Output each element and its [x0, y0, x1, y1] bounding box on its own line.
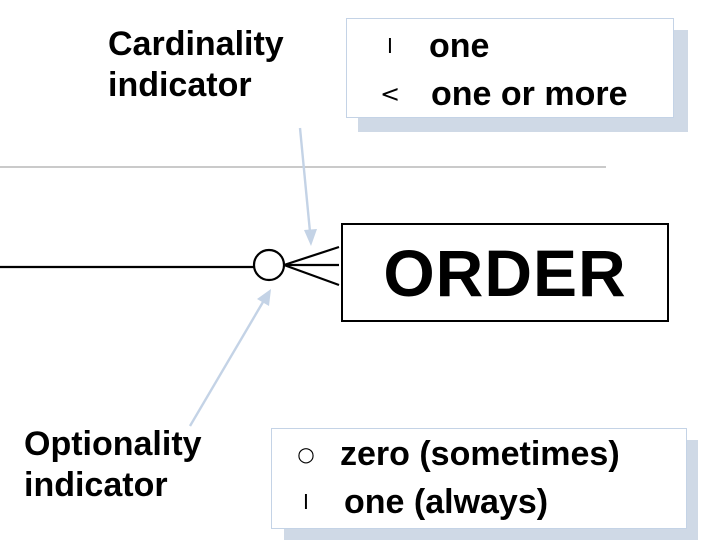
legend-label: one: [429, 27, 490, 65]
optionality-legend-row-zero: ○ zero (sometimes): [294, 435, 620, 473]
crows-foot-icon: [283, 245, 340, 287]
optionality-pointer-arrow: [188, 289, 271, 427]
cardinality-legend: I one < one or more: [346, 18, 674, 118]
legend-label: zero (sometimes): [340, 435, 620, 473]
entity-box: ORDER: [341, 223, 669, 322]
cardinality-indicator-heading: Cardinality indicator: [108, 25, 284, 104]
optionality-circle-icon: [252, 248, 286, 282]
bar-icon: I: [387, 34, 393, 58]
cardinality-legend-row-one-or-more: < one or more: [375, 75, 628, 113]
optionality-legend: ○ zero (sometimes) I one (always): [271, 428, 687, 529]
bar-icon: I: [303, 490, 309, 514]
optionality-legend-row-one: I one (always): [294, 483, 548, 521]
legend-label: one or more: [431, 75, 628, 113]
cardinality-legend-row-one: I one: [375, 27, 489, 65]
cardinality-pointer-arrow: [298, 127, 317, 246]
entity-name: ORDER: [383, 235, 627, 310]
circle-icon: ○: [297, 442, 315, 466]
legend-label: one (always): [344, 483, 549, 521]
optionality-indicator-heading: Optionality indicator: [24, 425, 202, 504]
crows-foot-icon: <: [379, 80, 401, 108]
